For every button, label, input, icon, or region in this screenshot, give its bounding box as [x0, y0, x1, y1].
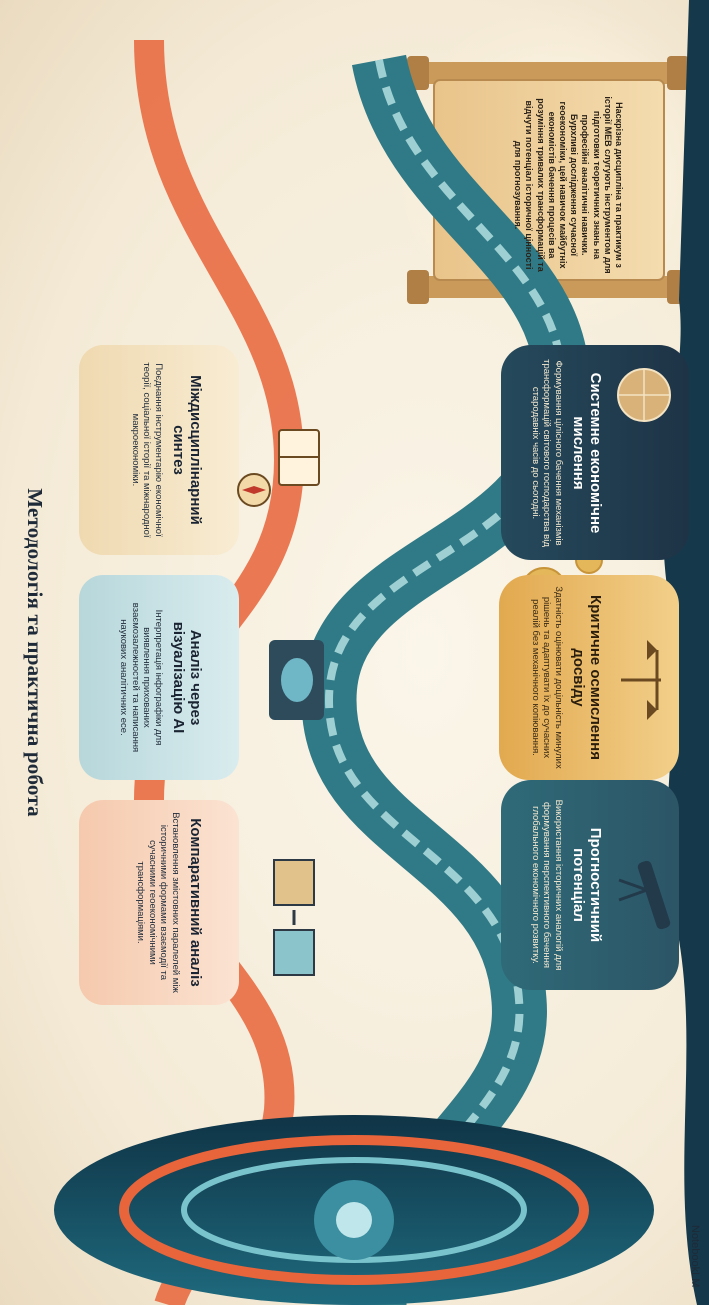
card-text: Поєднання інструментарію економічної тео…: [130, 362, 164, 538]
card-bg-comparative: [79, 800, 239, 1005]
card-interdisciplinary-synthesis: Міждисциплінарний синтез Поєднання інстр…: [130, 357, 204, 543]
page-title: Методологія та практична робота: [23, 488, 47, 817]
card-bg-forecast: [501, 780, 679, 990]
card-ai-visual-analysis: Аналіз через візуалізацію AI Інтерпретац…: [118, 585, 205, 770]
card-text: Встановлення змістовних паралелей між іс…: [135, 812, 182, 993]
scales-icon: [621, 640, 661, 720]
card-systemic-thinking: Системне економічне мислення Формування …: [530, 358, 604, 548]
card-text: Формування цілісного бачення механізмів …: [530, 359, 564, 547]
card-title: Міждисциплінарний синтез: [170, 375, 204, 525]
card-critical-reflection: Критичне осмислення досвіду Здатність оц…: [530, 585, 604, 770]
card-forecasting-potential: Прогностичний потенціал Використання іст…: [530, 792, 604, 978]
book-icon: [278, 429, 320, 486]
telescope-icon: [618, 860, 671, 930]
logo-text: NotebookLM: [689, 1225, 701, 1288]
brain-icon: [269, 640, 324, 720]
card-text: Здатність оцінювати доцільність минулих …: [530, 586, 564, 769]
compass-icon: [237, 473, 271, 507]
card-title: Компаративний аналіз: [187, 818, 204, 987]
card-text: Використання історичних аналогій для фор…: [530, 799, 564, 971]
ribbon-dashes: [324, 59, 567, 1305]
card-bg-critical: [499, 575, 679, 780]
card-comparative-analysis: Компаративний аналіз Встановлення змісто…: [135, 810, 205, 995]
scroll-text: Наскрізна дисципліна та практикум з істо…: [513, 96, 624, 274]
globe-icon: [617, 368, 671, 422]
card-title: Системне економічне мислення: [570, 372, 604, 534]
card-bg-interdisciplinary: [79, 345, 239, 555]
card-text: Інтерпретація інфографіки для виявлення …: [118, 602, 165, 753]
portal-illustration: [54, 1115, 654, 1305]
notebooklm-logo: NotebookLM: [689, 1225, 701, 1287]
top-band: [663, 0, 709, 1305]
card-title: Критичне осмислення досвіду: [570, 595, 604, 760]
maps-compare-icon: [273, 859, 315, 976]
card-title: Прогностичний потенціал: [570, 827, 604, 943]
card-title: Аналіз через візуалізацію AI: [170, 621, 204, 734]
card-bg-ai: [79, 575, 239, 780]
